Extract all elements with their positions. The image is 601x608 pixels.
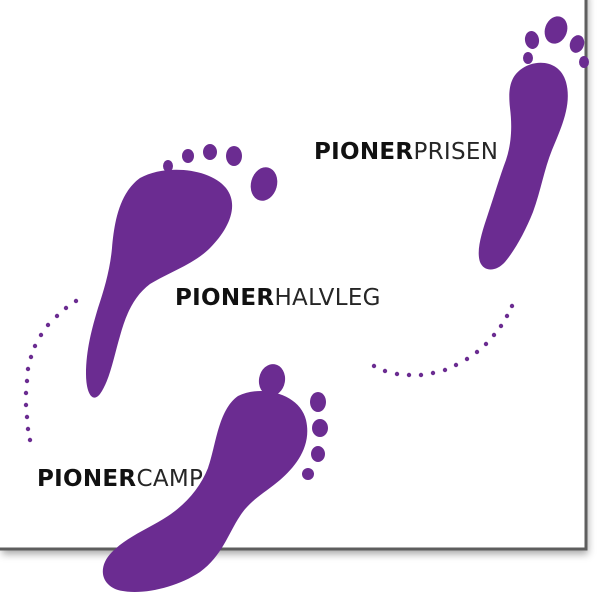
- label-pionerprisen: PIONERPRISEN: [314, 141, 498, 164]
- label-pionercamp-bold: PIONER: [37, 466, 136, 492]
- label-pionerhalvleg: PIONERHALVLEG: [175, 287, 381, 310]
- label-pionerhalvleg-regular: HALVLEG: [274, 285, 380, 311]
- label-pionerprisen-bold: PIONER: [314, 139, 413, 165]
- label-pionercamp-regular: CAMP: [136, 466, 203, 492]
- label-pionerhalvleg-bold: PIONER: [175, 285, 274, 311]
- label-pionercamp: PIONERCAMP: [37, 468, 203, 491]
- label-pionerprisen-regular: PRISEN: [413, 139, 498, 165]
